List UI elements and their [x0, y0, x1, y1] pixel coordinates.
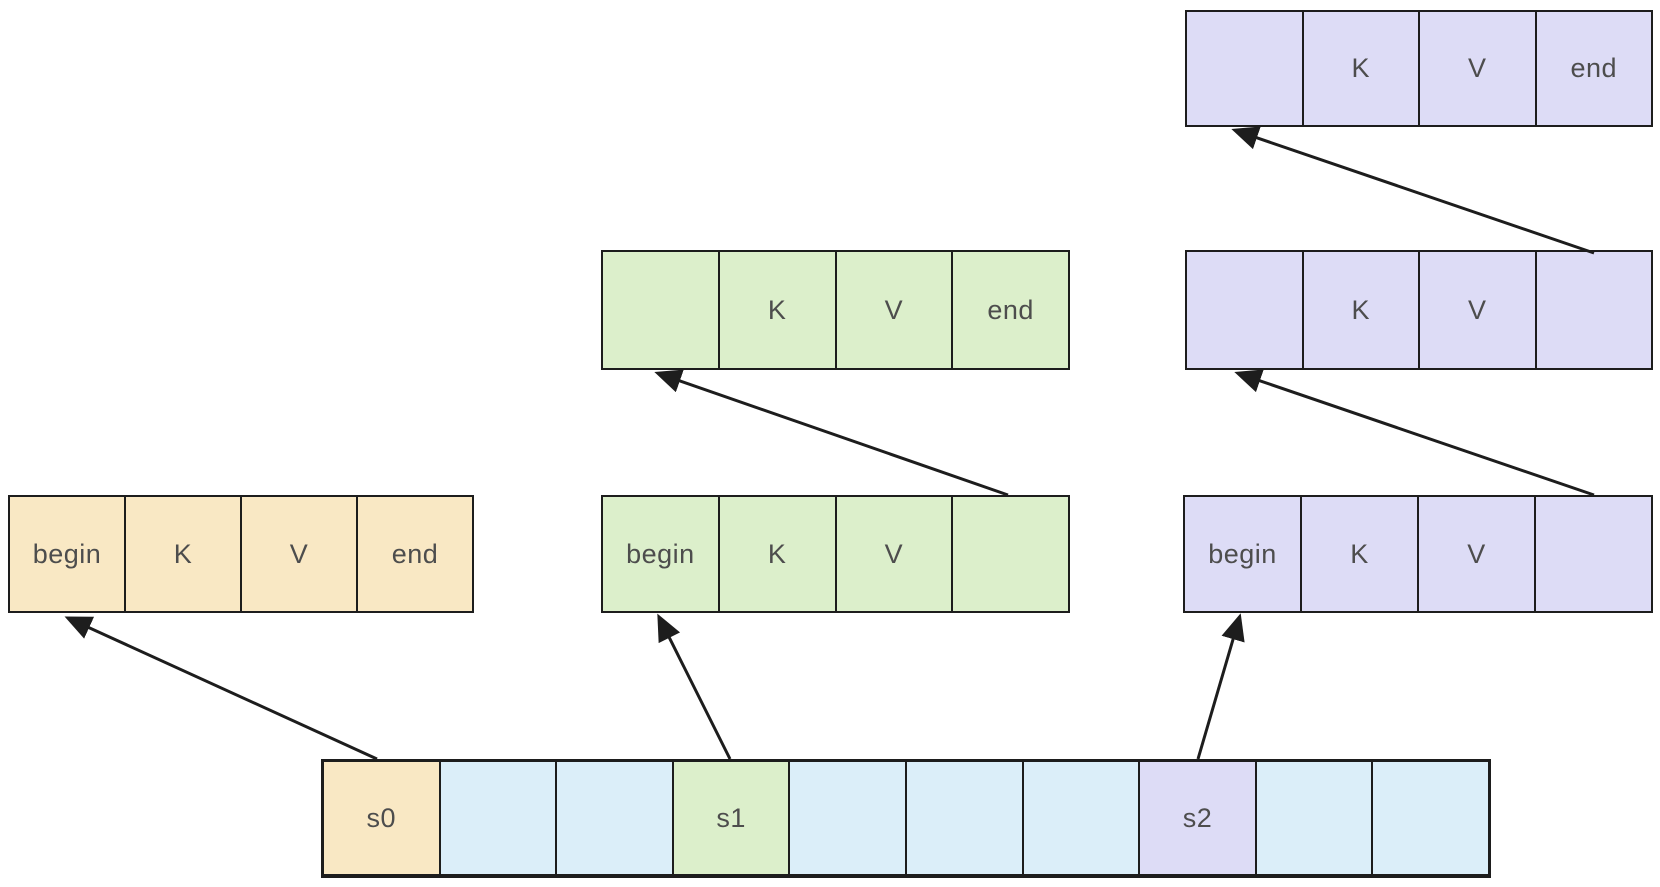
segment-array-cell-empty-5	[906, 762, 1024, 874]
s2-block-last-cell-end: end	[1536, 12, 1651, 125]
s0-block-first-cell-end: end	[358, 497, 472, 611]
s2-block-last-cell-empty-0	[1187, 12, 1304, 125]
s1-block-first-cell-v: V	[836, 497, 954, 611]
s2-block-first-cell-begin: begin	[1185, 497, 1302, 611]
segment-array-cell-s1: s1	[673, 762, 791, 874]
s2-block-middle-cell-v: V	[1420, 252, 1537, 368]
segment-array: s0 s1 s2	[321, 759, 1491, 878]
segment-array-cell-s0: s0	[324, 762, 441, 874]
segment-array-cell-s2: s2	[1140, 762, 1257, 874]
s1-block-first-cell-begin: begin	[603, 497, 720, 611]
s2-block-first-cell-v: V	[1419, 497, 1536, 611]
s1-block-last-cell-v: V	[836, 252, 954, 368]
segment-array-cell-empty-6	[1023, 762, 1141, 874]
arrow-s2-to-first-block	[1196, 613, 1245, 760]
s2-block-first-cell-empty-3	[1536, 497, 1651, 611]
arrow-s1-to-first-block	[657, 613, 732, 760]
s2-block-middle-cell-empty-3	[1536, 252, 1651, 368]
arrow-s0-to-first-block	[64, 616, 378, 761]
arrow-s2-first-to-middle-block	[1234, 369, 1595, 497]
s1-block-last-cell-empty-0	[603, 252, 720, 368]
segment-array-cell-empty-9	[1373, 762, 1488, 874]
s1-block-first-cell-empty-3	[953, 497, 1068, 611]
s0-block-first-cell-v: V	[242, 497, 358, 611]
s2-block-last-cell-v: V	[1420, 12, 1537, 125]
arrow-s1-first-to-last-block	[654, 369, 1009, 497]
segment-array-cell-empty-8	[1256, 762, 1374, 874]
s2-block-first-cell-k: K	[1302, 497, 1419, 611]
arrow-s2-middle-to-last-block	[1231, 126, 1595, 255]
s2-block-last-cell-k: K	[1303, 12, 1420, 125]
s1-block-last-cell-end: end	[953, 252, 1068, 368]
s2-block-middle-cell-empty-0	[1187, 252, 1304, 368]
segment-array-cell-empty-1	[440, 762, 558, 874]
segment-array-cell-empty-4	[790, 762, 907, 874]
s0-block-first-cell-k: K	[126, 497, 242, 611]
s2-block-middle-cell-k: K	[1303, 252, 1420, 368]
s1-block-first-cell-k: K	[719, 497, 837, 611]
s0-block-first-cell-begin: begin	[10, 497, 126, 611]
segment-array-cell-empty-2	[557, 762, 674, 874]
s1-block-last-cell-k: K	[719, 252, 837, 368]
